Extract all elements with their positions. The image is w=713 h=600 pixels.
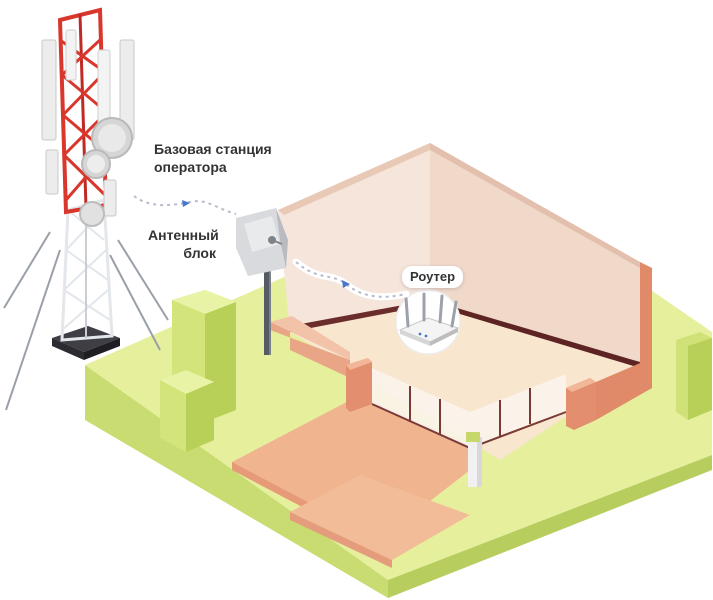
base-station-label: Базовая станция оператора <box>154 140 272 176</box>
base-station-label-line-2: оператора <box>154 159 227 175</box>
router-label: Роутер <box>402 266 464 288</box>
terrace <box>232 395 470 568</box>
wifi-router-icon <box>398 292 460 346</box>
hedges <box>160 290 712 452</box>
signal-paths <box>133 195 410 301</box>
signal-arrow-icon <box>182 200 190 207</box>
base-station-label-line-1: Базовая станция <box>154 141 272 157</box>
antenna-unit-label: Антенный блок <box>148 226 219 262</box>
router <box>395 289 461 355</box>
antenna-unit-label-line-1: Антенный <box>148 227 219 243</box>
signal-arrow-icon <box>342 280 350 288</box>
house <box>270 143 652 487</box>
antenna-unit <box>236 208 288 355</box>
cell-tower-icon <box>3 7 169 411</box>
antenna-unit-label-line-2: блок <box>183 245 216 261</box>
